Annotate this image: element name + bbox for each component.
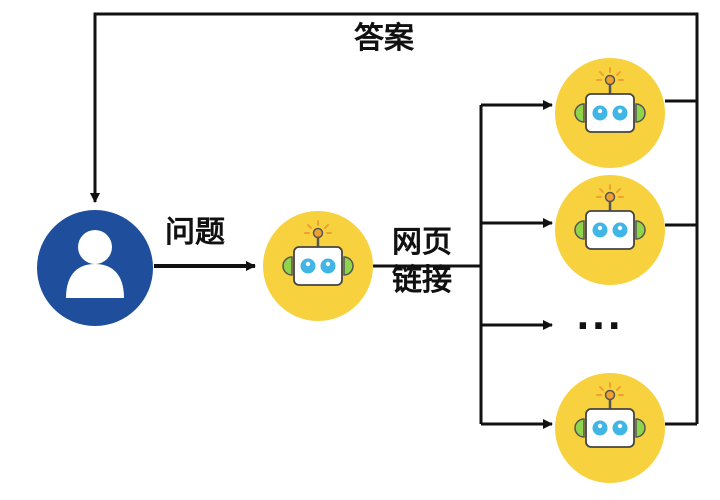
sub-agent-robot-icon-1: [553, 56, 667, 170]
web-page-label: 网页: [392, 225, 452, 260]
user-node: [37, 210, 153, 326]
answer-label: 答案: [354, 21, 414, 56]
main-agent-robot-icon: [261, 209, 375, 323]
answer-return-path: [90, 12, 699, 424]
sub-agent-robot-icon-3: [553, 371, 667, 485]
user-icon: [66, 230, 124, 298]
question-label: 问题: [165, 215, 225, 250]
ellipsis-label: ...: [576, 297, 624, 338]
sub-agent-robot-icon-2: [553, 173, 667, 287]
link-label: 链接: [392, 263, 452, 298]
